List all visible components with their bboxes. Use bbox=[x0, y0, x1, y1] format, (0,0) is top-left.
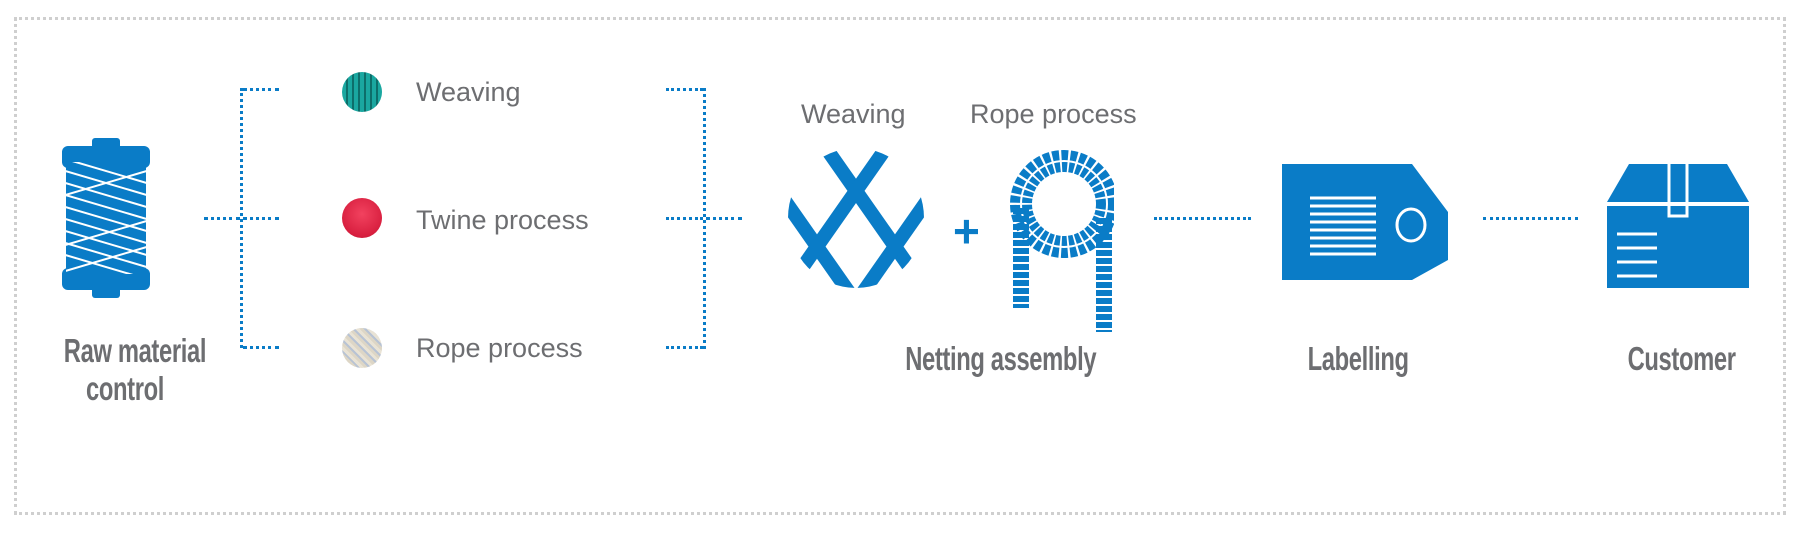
rope-coil-thumbnail bbox=[342, 328, 382, 368]
thread-spool-icon bbox=[62, 138, 150, 298]
tag-icon bbox=[1282, 164, 1448, 280]
plus-icon: + bbox=[953, 205, 980, 257]
red-twine-thumbnail bbox=[342, 198, 382, 238]
teal-weave-thumbnail bbox=[342, 72, 382, 112]
box-icon bbox=[1607, 164, 1749, 288]
connector bbox=[243, 88, 279, 91]
connector bbox=[666, 346, 703, 349]
connector bbox=[706, 217, 742, 220]
connector bbox=[666, 217, 703, 220]
process-weaving-label: Weaving bbox=[416, 77, 521, 107]
raw-material-line1: Raw material bbox=[63, 332, 207, 369]
connector bbox=[1154, 217, 1251, 220]
netting-weaving-label: Weaving bbox=[801, 99, 906, 129]
net-icon bbox=[788, 148, 924, 288]
netting-rope-label: Rope process bbox=[970, 99, 1137, 129]
connector bbox=[204, 217, 240, 220]
netting-assembly-title: Netting assembly bbox=[905, 340, 1097, 377]
process-twine-label: Twine process bbox=[416, 205, 589, 235]
bracket-left bbox=[240, 88, 243, 348]
labelling-title: Labelling bbox=[1307, 340, 1409, 377]
connector bbox=[243, 346, 279, 349]
connector bbox=[243, 217, 279, 220]
raw-material-line2: control bbox=[85, 370, 164, 407]
customer-title: Customer bbox=[1627, 340, 1736, 377]
connector bbox=[1483, 217, 1578, 220]
raw-material-title: Raw material control bbox=[63, 332, 207, 408]
process-rope-label: Rope process bbox=[416, 333, 583, 363]
bracket-right bbox=[703, 88, 706, 349]
rope-loop-icon bbox=[1010, 150, 1114, 332]
diagram-frame bbox=[14, 17, 1786, 515]
connector bbox=[666, 88, 703, 91]
